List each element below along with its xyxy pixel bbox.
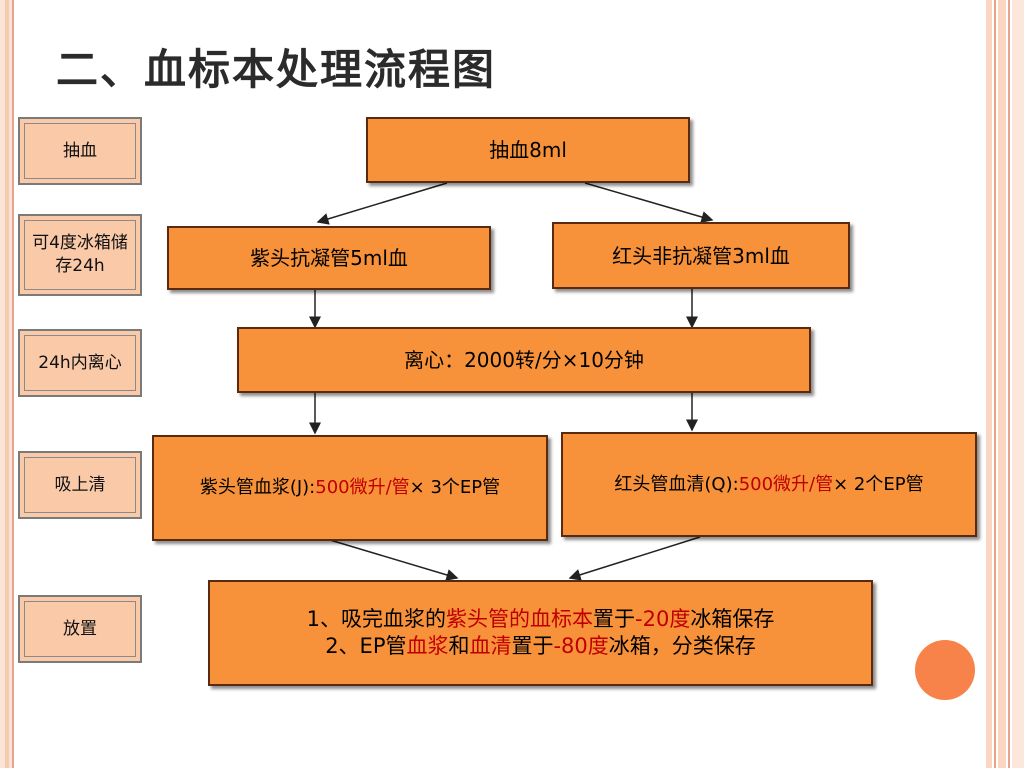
storage-text: 置于 xyxy=(511,634,554,658)
storage-highlight: -80度 xyxy=(553,634,609,658)
node-draw-blood: 抽血8ml xyxy=(366,117,690,183)
node-red-tube: 红头非抗凝管3ml血 xyxy=(552,222,850,289)
arrow-serum-to-storage xyxy=(568,536,701,581)
step-label-place: 放置 xyxy=(18,595,142,663)
node-plasma: 紫头管血浆(J):500微升/管× 3个EP管 xyxy=(152,435,548,541)
node-serum: 红头管血清(Q):500微升/管× 2个EP管 xyxy=(561,432,977,537)
storage-highlight: 血浆 xyxy=(406,634,449,658)
plasma-volume: 500微升/管 xyxy=(315,477,410,499)
storage-highlight: 紫头管的血标本 xyxy=(446,606,594,631)
serum-label: 红头管血清(Q): xyxy=(614,473,739,495)
step-label-draw: 抽血 xyxy=(18,117,142,185)
decorative-circle xyxy=(915,640,975,700)
storage-text: 冰箱保存 xyxy=(690,606,775,631)
step-label-store: 可4度冰箱储存24h xyxy=(18,214,142,296)
arrow-plasma-to-storage xyxy=(329,539,459,581)
storage-line-2: 2、EP管血浆和血清置于-80度冰箱，分类保存 xyxy=(307,633,775,660)
storage-text: 冰箱，分类保存 xyxy=(608,634,756,658)
serum-count: × 2个EP管 xyxy=(833,473,924,495)
left-border-decoration xyxy=(0,0,14,768)
storage-text: 2、EP管 xyxy=(325,634,407,658)
storage-highlight: -20度 xyxy=(635,606,691,631)
storage-text: 1、吸完血浆的 xyxy=(306,606,447,631)
serum-volume: 500微升/管 xyxy=(738,473,834,495)
storage-line-1: 1、吸完血浆的紫头管的血标本置于-20度冰箱保存 xyxy=(307,606,775,633)
node-purple-tube: 紫头抗凝管5ml血 xyxy=(167,226,491,290)
arrow-draw-to-red xyxy=(584,182,714,223)
plasma-label: 紫头管血浆(J): xyxy=(199,477,316,499)
storage-text: 和 xyxy=(448,634,470,658)
step-label-centrifuge: 24h内离心 xyxy=(18,329,142,397)
node-storage: 1、吸完血浆的紫头管的血标本置于-20度冰箱保存 2、EP管血浆和血清置于-80… xyxy=(208,580,873,686)
arrow-draw-to-purple xyxy=(316,182,448,225)
plasma-count: × 3个EP管 xyxy=(409,477,501,499)
storage-highlight: 血清 xyxy=(469,634,512,658)
storage-text: 置于 xyxy=(593,606,636,631)
right-border-decoration xyxy=(986,0,1024,768)
node-centrifuge: 离心：2000转/分×10分钟 xyxy=(237,327,811,393)
step-label-supernatant: 吸上清 xyxy=(18,451,142,519)
page-title: 二、血标本处理流程图 xyxy=(56,45,497,94)
